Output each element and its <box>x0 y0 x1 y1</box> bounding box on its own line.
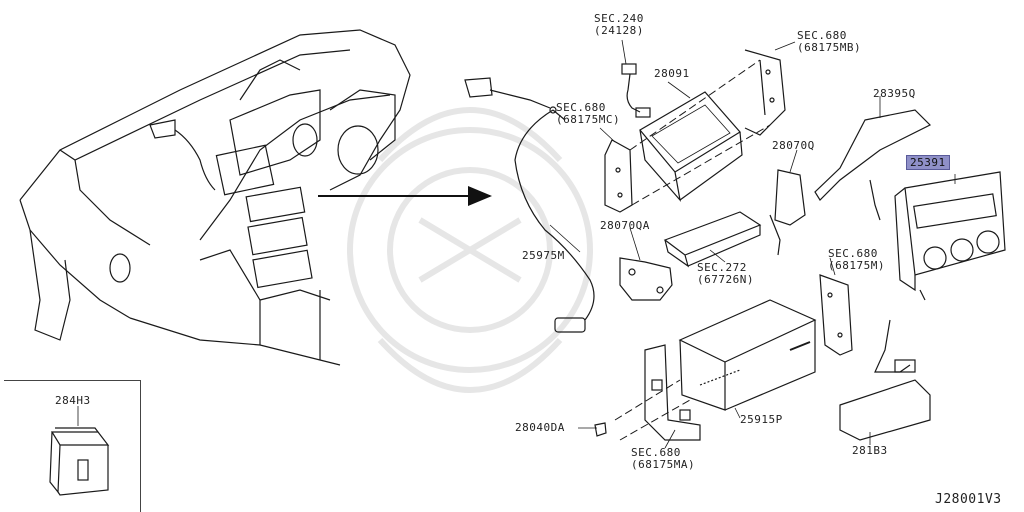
bracket-28070qa <box>619 257 673 301</box>
screw-28040da <box>594 422 607 437</box>
label-25391: 25391 <box>906 155 950 170</box>
label-sec240: SEC.240 (24128) <box>594 12 644 37</box>
leader-lines <box>77 39 956 449</box>
switch-284h3-drawing <box>49 427 110 496</box>
bracket-28070q <box>769 169 806 256</box>
label-284h3: 284H3 <box>55 394 91 407</box>
display-28091-drawing <box>639 91 743 203</box>
label-sec680-68175ma: SEC.680 (68175MA) <box>631 446 696 471</box>
bracket-sec680-mb <box>744 49 786 136</box>
dashboard-overview <box>19 29 411 366</box>
label-28091: 28091 <box>654 67 690 80</box>
label-28040da: 28040DA <box>515 421 565 434</box>
label-281b3: 281B3 <box>852 444 888 457</box>
unit-25915p-drawing <box>678 299 817 411</box>
label-sec272-67726n: SEC.272 (67726N) <box>697 261 754 286</box>
watermark-emblem <box>347 107 593 393</box>
label-25915p: 25915P <box>740 413 783 426</box>
sec272-module <box>663 211 762 268</box>
label-28395q: 28395Q <box>873 87 916 100</box>
part-28395q-drawing <box>814 109 932 221</box>
part-25975m-drawing <box>464 77 595 333</box>
bracket-sec680-ma <box>644 344 701 441</box>
label-sec680-68175mb: SEC.680 (68175MB) <box>797 29 862 54</box>
label-sec680-68175m: SEC.680 (68175M) <box>828 247 885 272</box>
screw-dashline <box>614 379 691 441</box>
bracket-sec680-m <box>819 274 853 356</box>
diagram-id: J28001V3 <box>935 492 1002 507</box>
sec240-connector <box>621 63 651 118</box>
bracket-sec680-mc <box>604 139 633 213</box>
part-281b3-drawing <box>839 319 931 441</box>
highlighted-part-number: 25391 <box>906 155 950 170</box>
control-panel-25391-drawing <box>894 171 1006 301</box>
inset-box <box>4 380 141 512</box>
label-28070q: 28070Q <box>772 139 815 152</box>
assembly-dashline <box>629 59 771 206</box>
label-sec680-68175mc: SEC.680 (68175MC) <box>556 101 621 126</box>
label-25975m: 25975M <box>522 249 565 262</box>
label-28070qa: 28070QA <box>600 219 650 232</box>
